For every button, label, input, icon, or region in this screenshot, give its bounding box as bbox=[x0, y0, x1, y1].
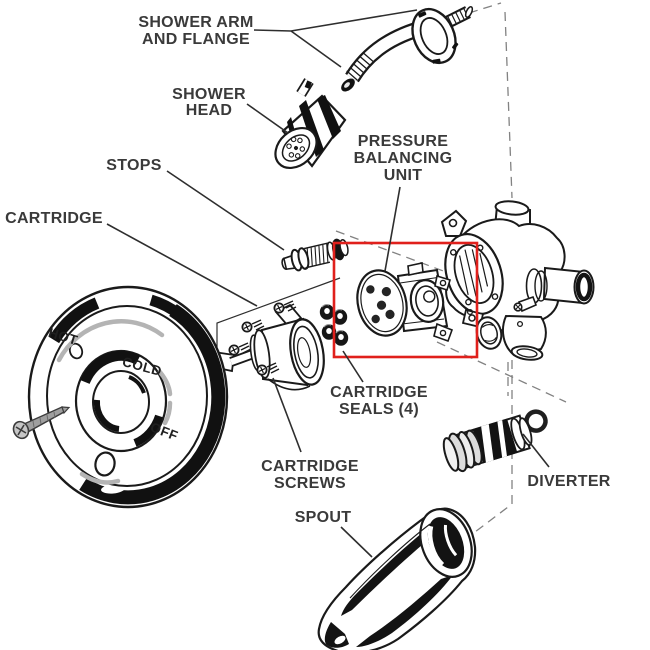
highlight-box-red bbox=[332, 241, 479, 359]
svg-text:AND FLANGE: AND FLANGE bbox=[142, 31, 250, 48]
leader-stops bbox=[166, 170, 285, 251]
leader-spout bbox=[340, 526, 373, 558]
svg-text:CARTRIDGE: CARTRIDGE bbox=[330, 384, 428, 401]
leader-cartridge-screws bbox=[272, 377, 302, 453]
svg-text:SHOWER ARM: SHOWER ARM bbox=[138, 14, 253, 31]
label-cartridge-screws: CARTRIDGE SCREWS bbox=[261, 458, 359, 492]
label-spout: SPOUT bbox=[295, 509, 352, 526]
cartridge-seal bbox=[319, 304, 335, 320]
svg-text:UNIT: UNIT bbox=[384, 167, 423, 184]
spout-back-face bbox=[419, 508, 473, 578]
svg-text:BALANCING: BALANCING bbox=[354, 150, 453, 167]
cartridge-seal bbox=[321, 324, 337, 340]
part-spout bbox=[317, 507, 477, 650]
callout-labels: SHOWER ARM AND FLANGE SHOWER HEAD STOPS … bbox=[5, 14, 610, 526]
alignment-dashed-lines bbox=[335, 2, 567, 536]
part-stops bbox=[281, 238, 349, 272]
part-shower-head bbox=[274, 78, 347, 170]
part-pressure-balancing-unit bbox=[356, 262, 454, 343]
part-cartridge bbox=[212, 300, 325, 391]
part-escutcheon-plate: HOT COLD OFF bbox=[27, 285, 229, 509]
cartridge-screw bbox=[241, 319, 265, 333]
part-cartridge-seals bbox=[319, 304, 349, 346]
svg-text:CARTRIDGE: CARTRIDGE bbox=[261, 458, 359, 475]
part-diverter bbox=[442, 409, 548, 473]
leader-shower-arm-flange bbox=[253, 9, 418, 68]
svg-text:SEALS (4): SEALS (4) bbox=[339, 401, 419, 418]
cartridge-screw bbox=[228, 342, 252, 356]
leader-shower-head bbox=[246, 103, 289, 134]
label-pressure-balancing-unit: PRESSURE BALANCING UNIT bbox=[354, 133, 453, 184]
plate-screw-hole bbox=[94, 451, 116, 477]
svg-text:PRESSURE: PRESSURE bbox=[358, 133, 448, 150]
label-shower-head: SHOWER HEAD bbox=[172, 86, 246, 119]
svg-text:SHOWER: SHOWER bbox=[172, 86, 246, 103]
label-diverter: DIVERTER bbox=[527, 473, 610, 490]
part-valve-body bbox=[440, 200, 595, 361]
label-shower-arm-and-flange: SHOWER ARM AND FLANGE bbox=[138, 14, 253, 48]
label-cartridge: CARTRIDGE bbox=[5, 210, 103, 227]
svg-text:HEAD: HEAD bbox=[186, 102, 233, 119]
leader-cartridge-seals bbox=[342, 350, 364, 383]
svg-text:SCREWS: SCREWS bbox=[274, 475, 346, 492]
leader-pressure-balancing-unit bbox=[384, 186, 401, 272]
label-cartridge-seals: CARTRIDGE SEALS (4) bbox=[330, 384, 428, 418]
pbu-flange-plate bbox=[356, 269, 408, 337]
leader-diverter bbox=[522, 433, 550, 468]
cartridge-seal bbox=[333, 330, 349, 346]
part-plate-screw bbox=[12, 406, 71, 440]
label-stops: STOPS bbox=[106, 157, 161, 174]
axis-bracket-line bbox=[216, 277, 341, 347]
cartridge-screw bbox=[256, 362, 280, 376]
part-shower-arm-flange bbox=[341, 6, 474, 92]
leader-lines bbox=[106, 9, 550, 558]
cartridge-screw bbox=[273, 300, 297, 314]
leader-cartridge bbox=[106, 223, 258, 307]
